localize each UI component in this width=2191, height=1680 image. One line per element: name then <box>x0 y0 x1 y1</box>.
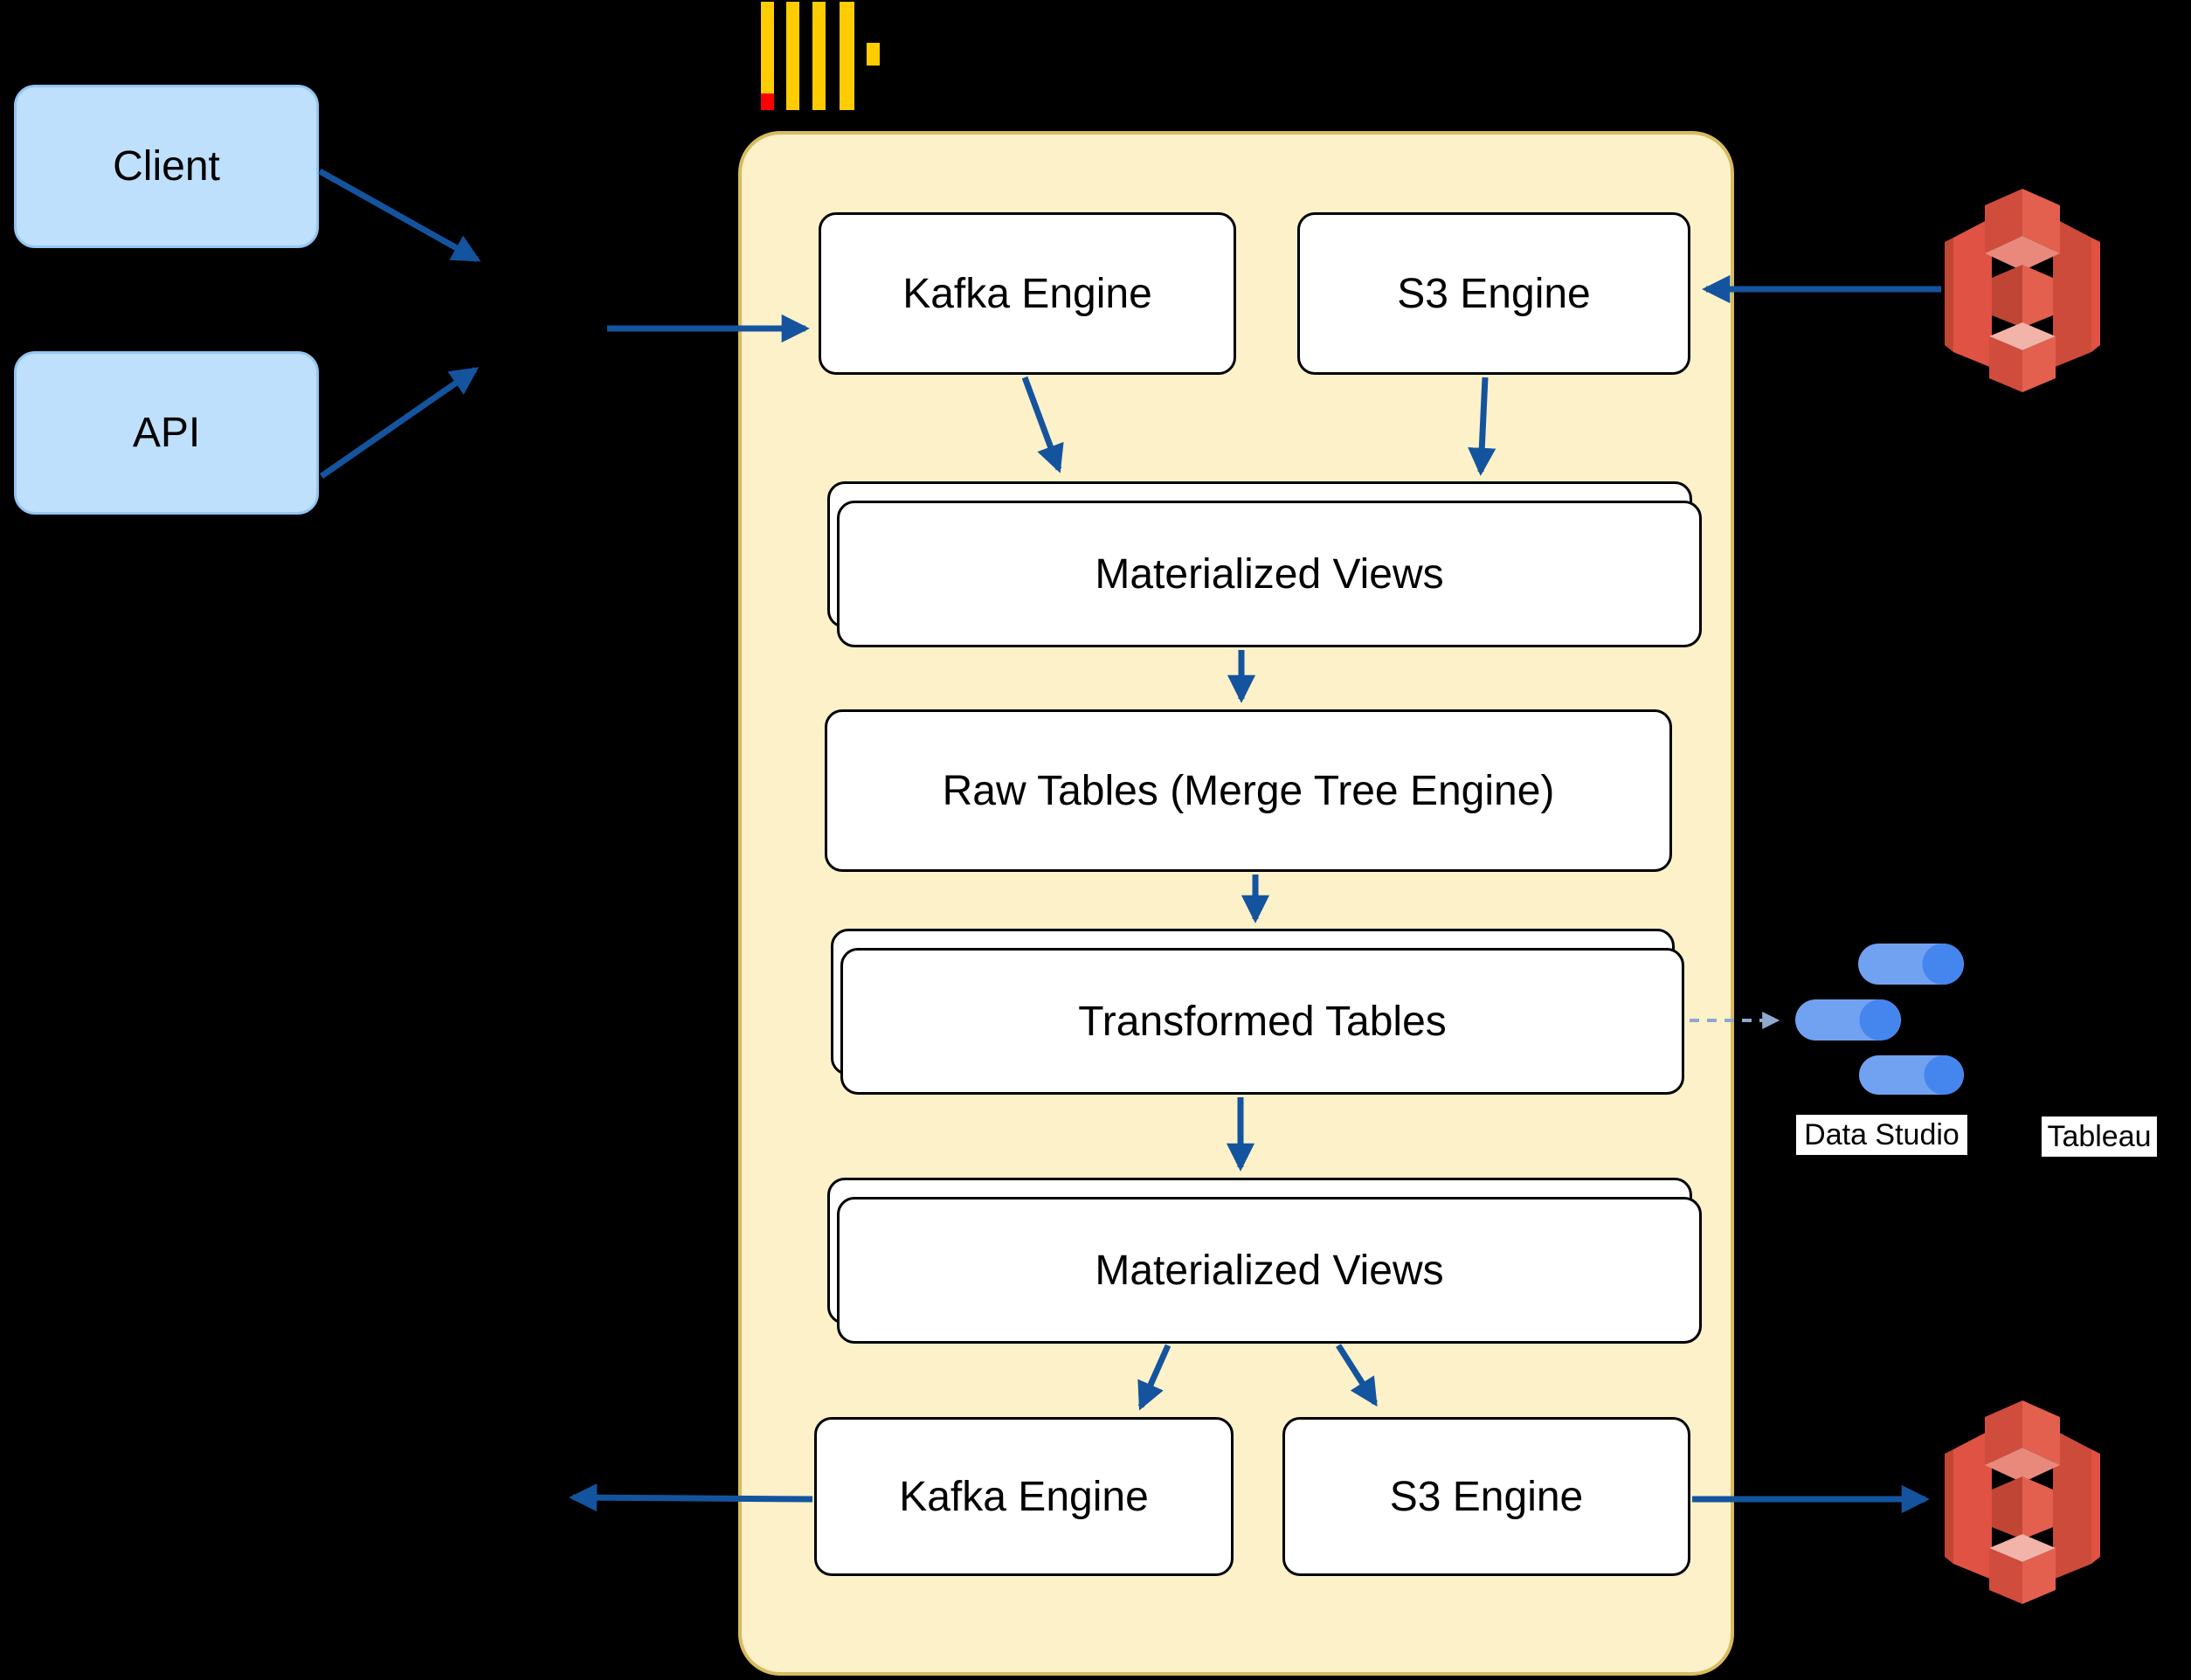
node-s3-engine-bottom-label: S3 Engine <box>1389 1473 1584 1520</box>
data-studio-label: Data Studio <box>1796 1115 1967 1155</box>
node-kafka-engine-top: Kafka Engine <box>819 212 1236 375</box>
aws-s3-bucket-icon-bottom <box>1941 1398 2104 1606</box>
node-api-label: API <box>132 410 201 456</box>
arrow-api-to-junction <box>320 367 480 479</box>
node-raw-tables: Raw Tables (Merge Tree Engine) <box>825 709 1672 872</box>
node-transformed-tables: Transformed Tables <box>840 948 1684 1095</box>
node-api: API <box>14 351 319 515</box>
node-materialized-views-bottom: Materialized Views <box>837 1197 1702 1344</box>
node-materialized-views-top-label: Materialized Views <box>1095 550 1444 598</box>
tableau-label-text: Tableau <box>2047 1119 2152 1153</box>
arrow-client-to-junction <box>318 168 481 263</box>
node-transformed-tables-label: Transformed Tables <box>1078 998 1447 1045</box>
tableau-label: Tableau <box>2042 1117 2157 1157</box>
node-kafka-engine-top-label: Kafka Engine <box>902 270 1152 317</box>
node-kafka-engine-bottom: Kafka Engine <box>814 1417 1234 1576</box>
clickhouse-logo-icon <box>760 1 880 111</box>
node-client: Client <box>14 85 319 248</box>
node-s3-engine-top: S3 Engine <box>1297 212 1690 375</box>
node-materialized-views-top: Materialized Views <box>837 501 1702 647</box>
node-s3-engine-top-label: S3 Engine <box>1397 270 1591 317</box>
node-s3-engine-bottom: S3 Engine <box>1282 1417 1690 1576</box>
google-data-studio-icon <box>1794 942 1965 1096</box>
node-client-label: Client <box>113 143 220 190</box>
node-materialized-views-bottom-label: Materialized Views <box>1095 1247 1444 1294</box>
node-raw-tables-label: Raw Tables (Merge Tree Engine) <box>942 767 1555 814</box>
node-kafka-engine-bottom-label: Kafka Engine <box>899 1473 1149 1520</box>
data-studio-label-text: Data Studio <box>1804 1117 1959 1151</box>
aws-s3-bucket-icon-top <box>1941 186 2104 394</box>
